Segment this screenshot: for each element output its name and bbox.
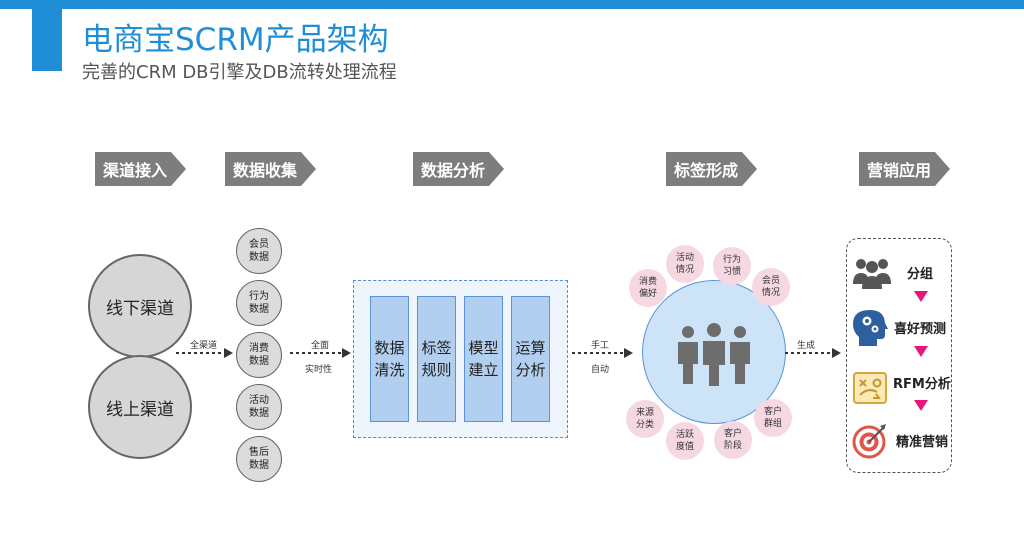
connector-label-realtime: 实时性 [305, 365, 333, 375]
data-source-behavior: 行为 数据 [236, 280, 282, 326]
down-triangle-icon [914, 346, 928, 357]
connector-label-generate: 生成 [797, 341, 816, 351]
stage-tag-formation: 标签形成 [666, 152, 757, 186]
tag-behavior-habit: 行为 习惯 [713, 247, 751, 285]
analysis-step-label: 模型 建立 [468, 339, 499, 379]
tag-label: 活跃 度值 [675, 430, 694, 452]
tag-label: 客户 阶段 [723, 429, 742, 451]
data-source-member: 会员 数据 [236, 228, 282, 274]
connector-label-automatic: 自动 [591, 365, 610, 375]
stage-label: 标签形成 [674, 161, 739, 180]
stage-data-analysis: 数据分析 [413, 152, 504, 186]
down-triangle-icon [914, 400, 928, 411]
data-source-label: 会员 数据 [249, 239, 269, 263]
marketing-label-preference-prediction: 喜好预测 [894, 322, 947, 337]
tag-source-category: 来源 分类 [626, 400, 664, 438]
stage-channel-access: 渠道接入 [95, 152, 186, 186]
tag-member-status: 会员 情况 [752, 268, 790, 306]
tag-label: 来源 分类 [635, 408, 654, 430]
marketing-label-rfm-analysis: RFM分析 [893, 377, 951, 392]
tag-consumption-preference: 消费 偏好 [629, 269, 667, 307]
target-icon [852, 424, 886, 459]
tag-label: 消费 偏好 [638, 277, 657, 299]
analysis-step-label: 数据 清洗 [374, 339, 405, 379]
analysis-step-cleaning: 数据 清洗 [370, 296, 409, 422]
tag-customer-group: 客户 群组 [754, 399, 792, 437]
page-subtitle: 完善的CRM DB引擎及DB流转处理流程 [82, 62, 397, 83]
connector-label-all-channels: 全渠道 [190, 341, 218, 351]
down-triangle-icon [914, 291, 928, 302]
title-accent-block [32, 9, 62, 71]
top-accent-bar [0, 0, 1024, 9]
group-icon [853, 259, 891, 289]
data-source-activity: 活动 数据 [236, 384, 282, 430]
tag-activity: 活动 情况 [666, 245, 704, 283]
data-source-label: 售后 数据 [249, 447, 269, 471]
data-source-aftersales: 售后 数据 [236, 436, 282, 482]
stage-label: 营销应用 [867, 161, 932, 180]
strategy-board-icon [853, 372, 887, 404]
analysis-step-label: 运算 分析 [515, 339, 546, 379]
data-source-label: 活动 数据 [249, 395, 269, 419]
connector-label-manual: 手工 [591, 341, 610, 351]
channel-label: 线上渠道 [106, 399, 174, 420]
tag-label: 行为 习惯 [722, 255, 741, 277]
data-source-label: 行为 数据 [249, 291, 269, 315]
stage-label: 数据收集 [233, 161, 298, 180]
analysis-step-computation: 运算 分析 [511, 296, 550, 422]
channel-offline: 线下渠道 [88, 254, 192, 358]
marketing-label-group: 分组 [907, 267, 934, 282]
connector-label-comprehensive: 全面 [311, 341, 330, 351]
marketing-label-precision-marketing: 精准营销 [896, 435, 949, 450]
stage-data-collection: 数据收集 [225, 152, 316, 186]
tag-customer-stage: 客户 阶段 [714, 421, 752, 459]
head-gears-icon [853, 310, 888, 346]
channel-label: 线下渠道 [106, 298, 174, 319]
stage-marketing: 营销应用 [859, 152, 950, 186]
people-icon [678, 323, 750, 386]
marketing-container [846, 238, 952, 473]
page-title: 电商宝SCRM产品架构 [82, 22, 389, 58]
analysis-step-tag-rules: 标签 规则 [417, 296, 456, 422]
tag-label: 会员 情况 [761, 276, 780, 298]
analysis-step-modeling: 模型 建立 [464, 296, 503, 422]
channel-online: 线上渠道 [88, 355, 192, 459]
tag-label: 客户 群组 [763, 407, 782, 429]
data-source-consumption: 消费 数据 [236, 332, 282, 378]
analysis-step-label: 标签 规则 [421, 339, 452, 379]
tag-label: 活动 情况 [675, 253, 694, 275]
tag-activity-level: 活跃 度值 [666, 422, 704, 460]
stage-label: 渠道接入 [103, 161, 168, 180]
data-source-label: 消费 数据 [249, 343, 269, 367]
stage-label: 数据分析 [421, 161, 486, 180]
